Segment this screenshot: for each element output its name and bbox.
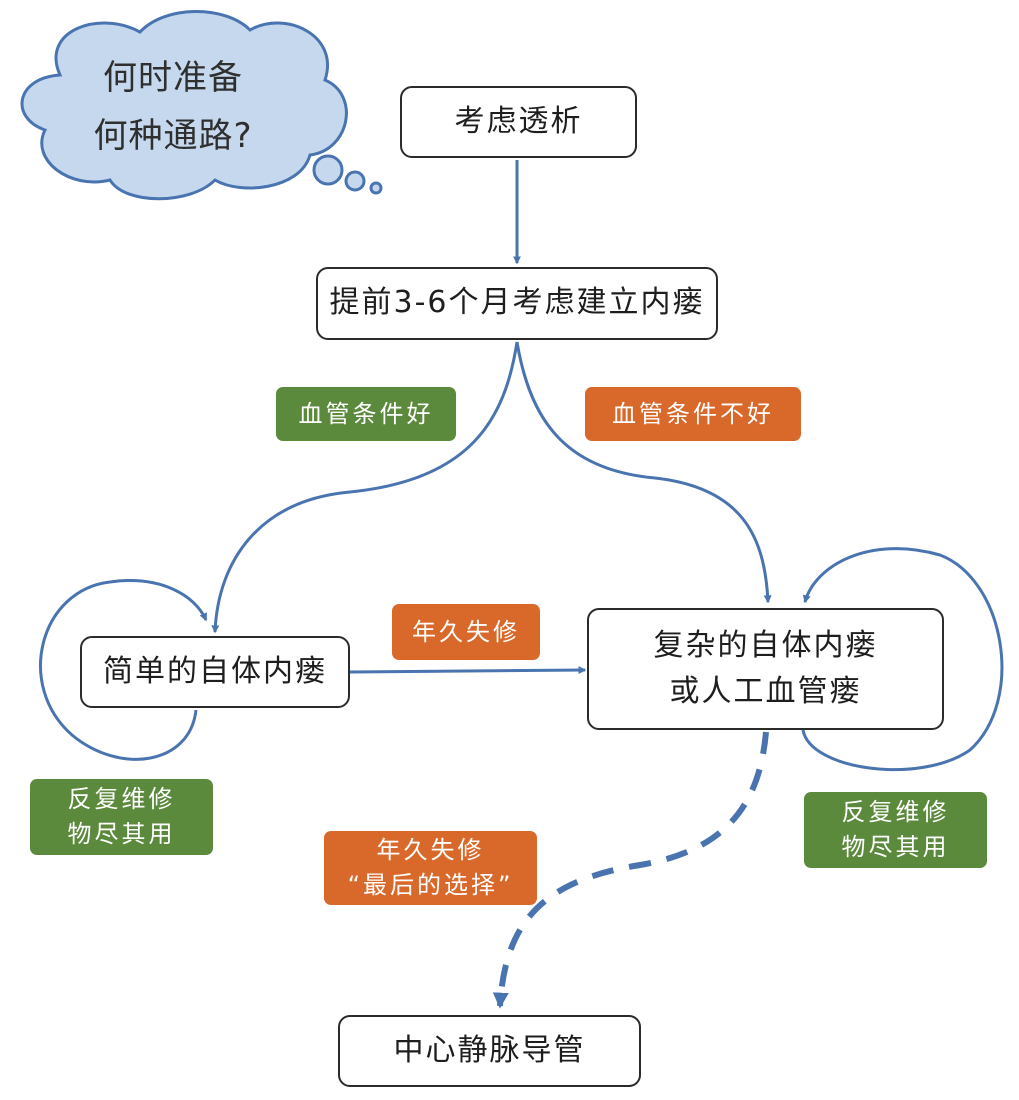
node-central-catheter: 中心静脉导管 [338,1015,641,1087]
tag-vessel-good-label: 血管条件好 [298,399,434,428]
node-complex-fistula: 复杂的自体内瘘 或人工血管瘘 [587,608,944,730]
node-plan-fistula-label: 提前3-6个月考虑建立内瘘 [329,285,705,321]
cloud-question-line2: 何种通路? [93,116,253,156]
tag-repair-right: 反复维修 物尽其用 [804,792,987,868]
node-complex-fistula-line2: 或人工血管瘘 [669,674,862,709]
thought-cloud-icon [20,10,383,201]
node-simple-fistula: 简单的自体内瘘 [80,636,350,708]
node-consider-dialysis: 考虑透析 [400,86,637,158]
tag-last-choice-line2: “最后的选择” [347,871,514,899]
arrow-simple-to-complex [349,666,587,675]
tag-last-choice: 年久失修 “最后的选择” [324,831,537,905]
node-complex-fistula-line1: 复杂的自体内瘘 [653,627,878,663]
arrow-complex-to-catheter [492,731,769,1009]
tag-vessel-good: 血管条件好 [276,387,456,441]
node-central-catheter-label: 中心静脉导管 [393,1032,586,1068]
node-plan-fistula: 提前3-6个月考虑建立内瘘 [316,267,718,340]
tag-repair-right-line2: 物尽其用 [841,833,950,861]
node-consider-dialysis-label: 考虑透析 [454,103,583,139]
loop-repair-left [39,579,208,761]
tag-repair-left-line1: 反复维修 [67,785,176,814]
tag-last-choice-line1: 年久失修 [376,836,485,865]
tag-repair-left-line2: 物尽其用 [67,820,176,848]
tag-long-disrepair-label: 年久失修 [412,617,520,646]
tag-repair-right-line1: 反复维修 [841,798,950,827]
tag-long-disrepair: 年久失修 [392,604,540,660]
node-simple-fistula-label: 简单的自体内瘘 [103,653,327,689]
tag-vessel-bad: 血管条件不好 [585,387,801,441]
arrow-plan-to-complex [515,341,772,604]
arrow-plan-to-simple [211,341,519,634]
tag-vessel-bad-label: 血管条件不好 [612,399,774,428]
loop-repair-right [801,547,1004,772]
cloud-question-line1: 何时准备 [103,58,243,98]
tag-repair-left: 反复维修 物尽其用 [30,779,213,855]
